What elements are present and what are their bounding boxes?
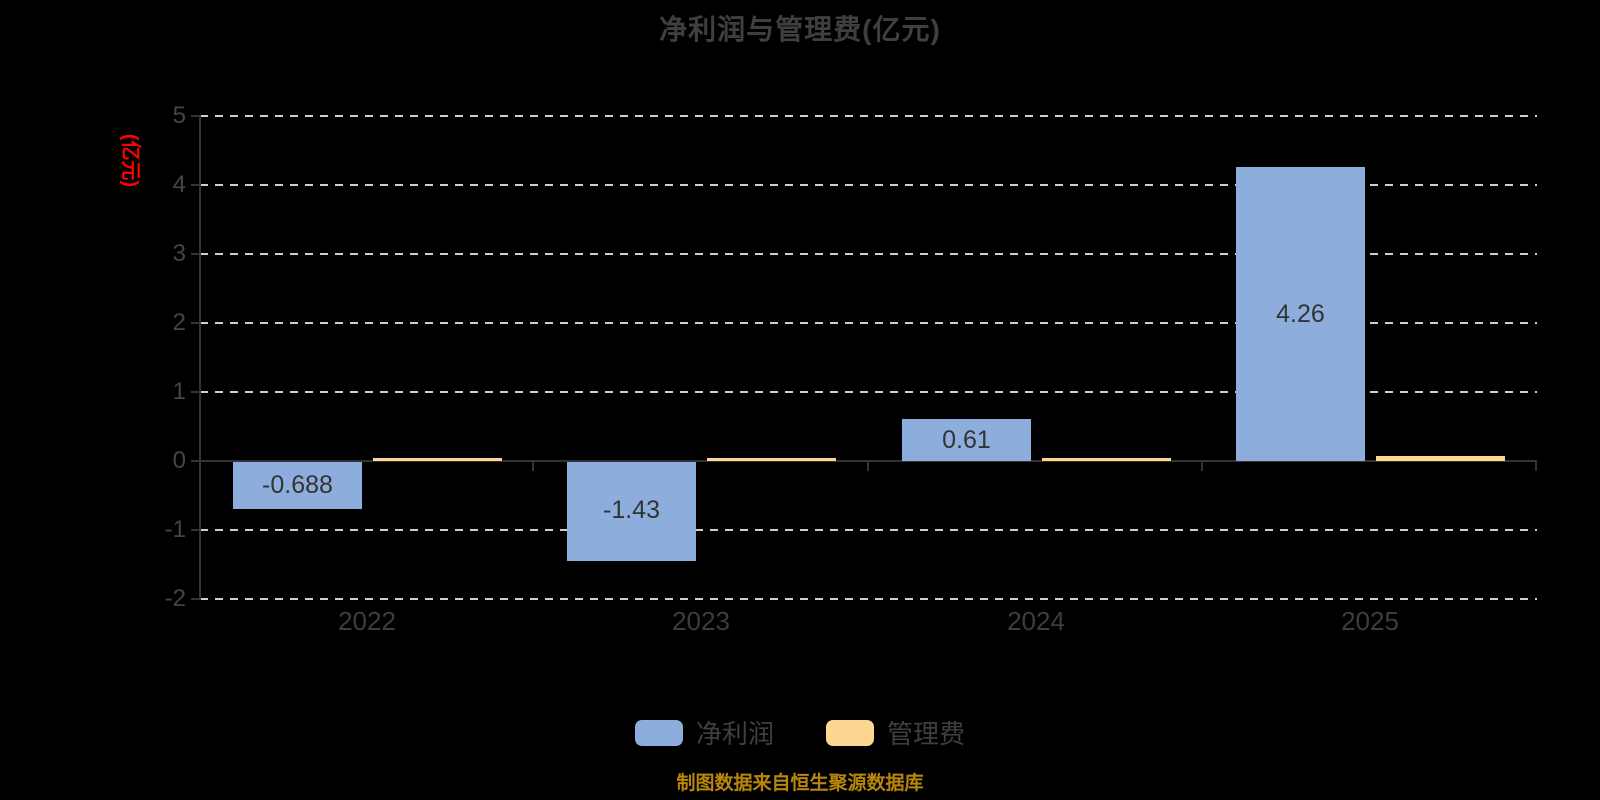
chart-title: 净利润与管理费(亿元) — [659, 14, 941, 45]
y-axis-line — [199, 115, 201, 600]
gridline-y--1 — [200, 529, 1537, 531]
y-tick — [191, 598, 200, 600]
bar-value-label-2025: 4.26 — [1276, 300, 1325, 328]
bar-net-profit-2025 — [1236, 167, 1365, 461]
y-tick — [191, 529, 200, 531]
gridline-y-5 — [200, 115, 1537, 117]
mgmt-fee-swatch — [826, 719, 874, 746]
y-tick-label: 3 — [172, 240, 186, 267]
x-axis-label-2022: 2022 — [338, 606, 396, 636]
x-tick — [532, 461, 534, 471]
mgmt-fee-legend-label: 管理费 — [887, 719, 966, 749]
net-profit-legend-label: 净利润 — [695, 719, 774, 749]
bar-net-profit-2022 — [233, 462, 362, 509]
net-profit-swatch — [634, 719, 683, 746]
bar-value-label-2023: -1.43 — [603, 496, 660, 524]
bar-mgmt-fee-2024 — [1042, 458, 1171, 461]
bar-mgmt-fee-2025 — [1376, 456, 1505, 461]
x-tick — [1201, 461, 1203, 471]
legend-item-net-profit: 净利润 — [634, 714, 774, 751]
y-tick-label: -2 — [164, 585, 186, 612]
data-source-note: 制图数据来自恒生聚源数据库 — [676, 773, 924, 794]
bar-net-profit-2023 — [567, 462, 696, 561]
bar-value-label-2024: 0.61 — [942, 426, 991, 454]
y-tick — [191, 184, 200, 186]
y-tick — [191, 253, 200, 255]
x-tick — [867, 461, 869, 471]
x-tick — [1535, 461, 1537, 471]
legend: 净利润 管理费 — [0, 714, 1600, 751]
y-tick-label: -1 — [164, 516, 186, 543]
y-tick — [191, 460, 200, 462]
x-axis-label-2025: 2025 — [1341, 606, 1399, 636]
bar-mgmt-fee-2023 — [707, 458, 836, 461]
y-tick-label: 1 — [172, 378, 186, 405]
y-tick-label: 0 — [172, 447, 186, 474]
gridline-y-4 — [200, 184, 1537, 186]
gridline-y-3 — [200, 253, 1537, 255]
x-axis-label-2023: 2023 — [672, 606, 730, 636]
y-tick — [191, 391, 200, 393]
y-tick-label: 4 — [172, 171, 186, 198]
y-tick-label: 2 — [172, 309, 186, 336]
legend-item-mgmt-fee: 管理费 — [826, 714, 965, 751]
gridline-y-2 — [200, 322, 1537, 324]
bar-value-label-2022: -0.688 — [262, 471, 333, 499]
bar-mgmt-fee-2022 — [373, 458, 502, 461]
y-tick — [191, 322, 200, 324]
gridline-y-1 — [200, 391, 1537, 393]
y-tick — [191, 115, 200, 117]
y-tick-label: 5 — [172, 102, 186, 129]
gridline-y--2 — [200, 598, 1537, 600]
bar-net-profit-2024 — [902, 419, 1031, 461]
x-axis-label-2024: 2024 — [1007, 606, 1065, 636]
